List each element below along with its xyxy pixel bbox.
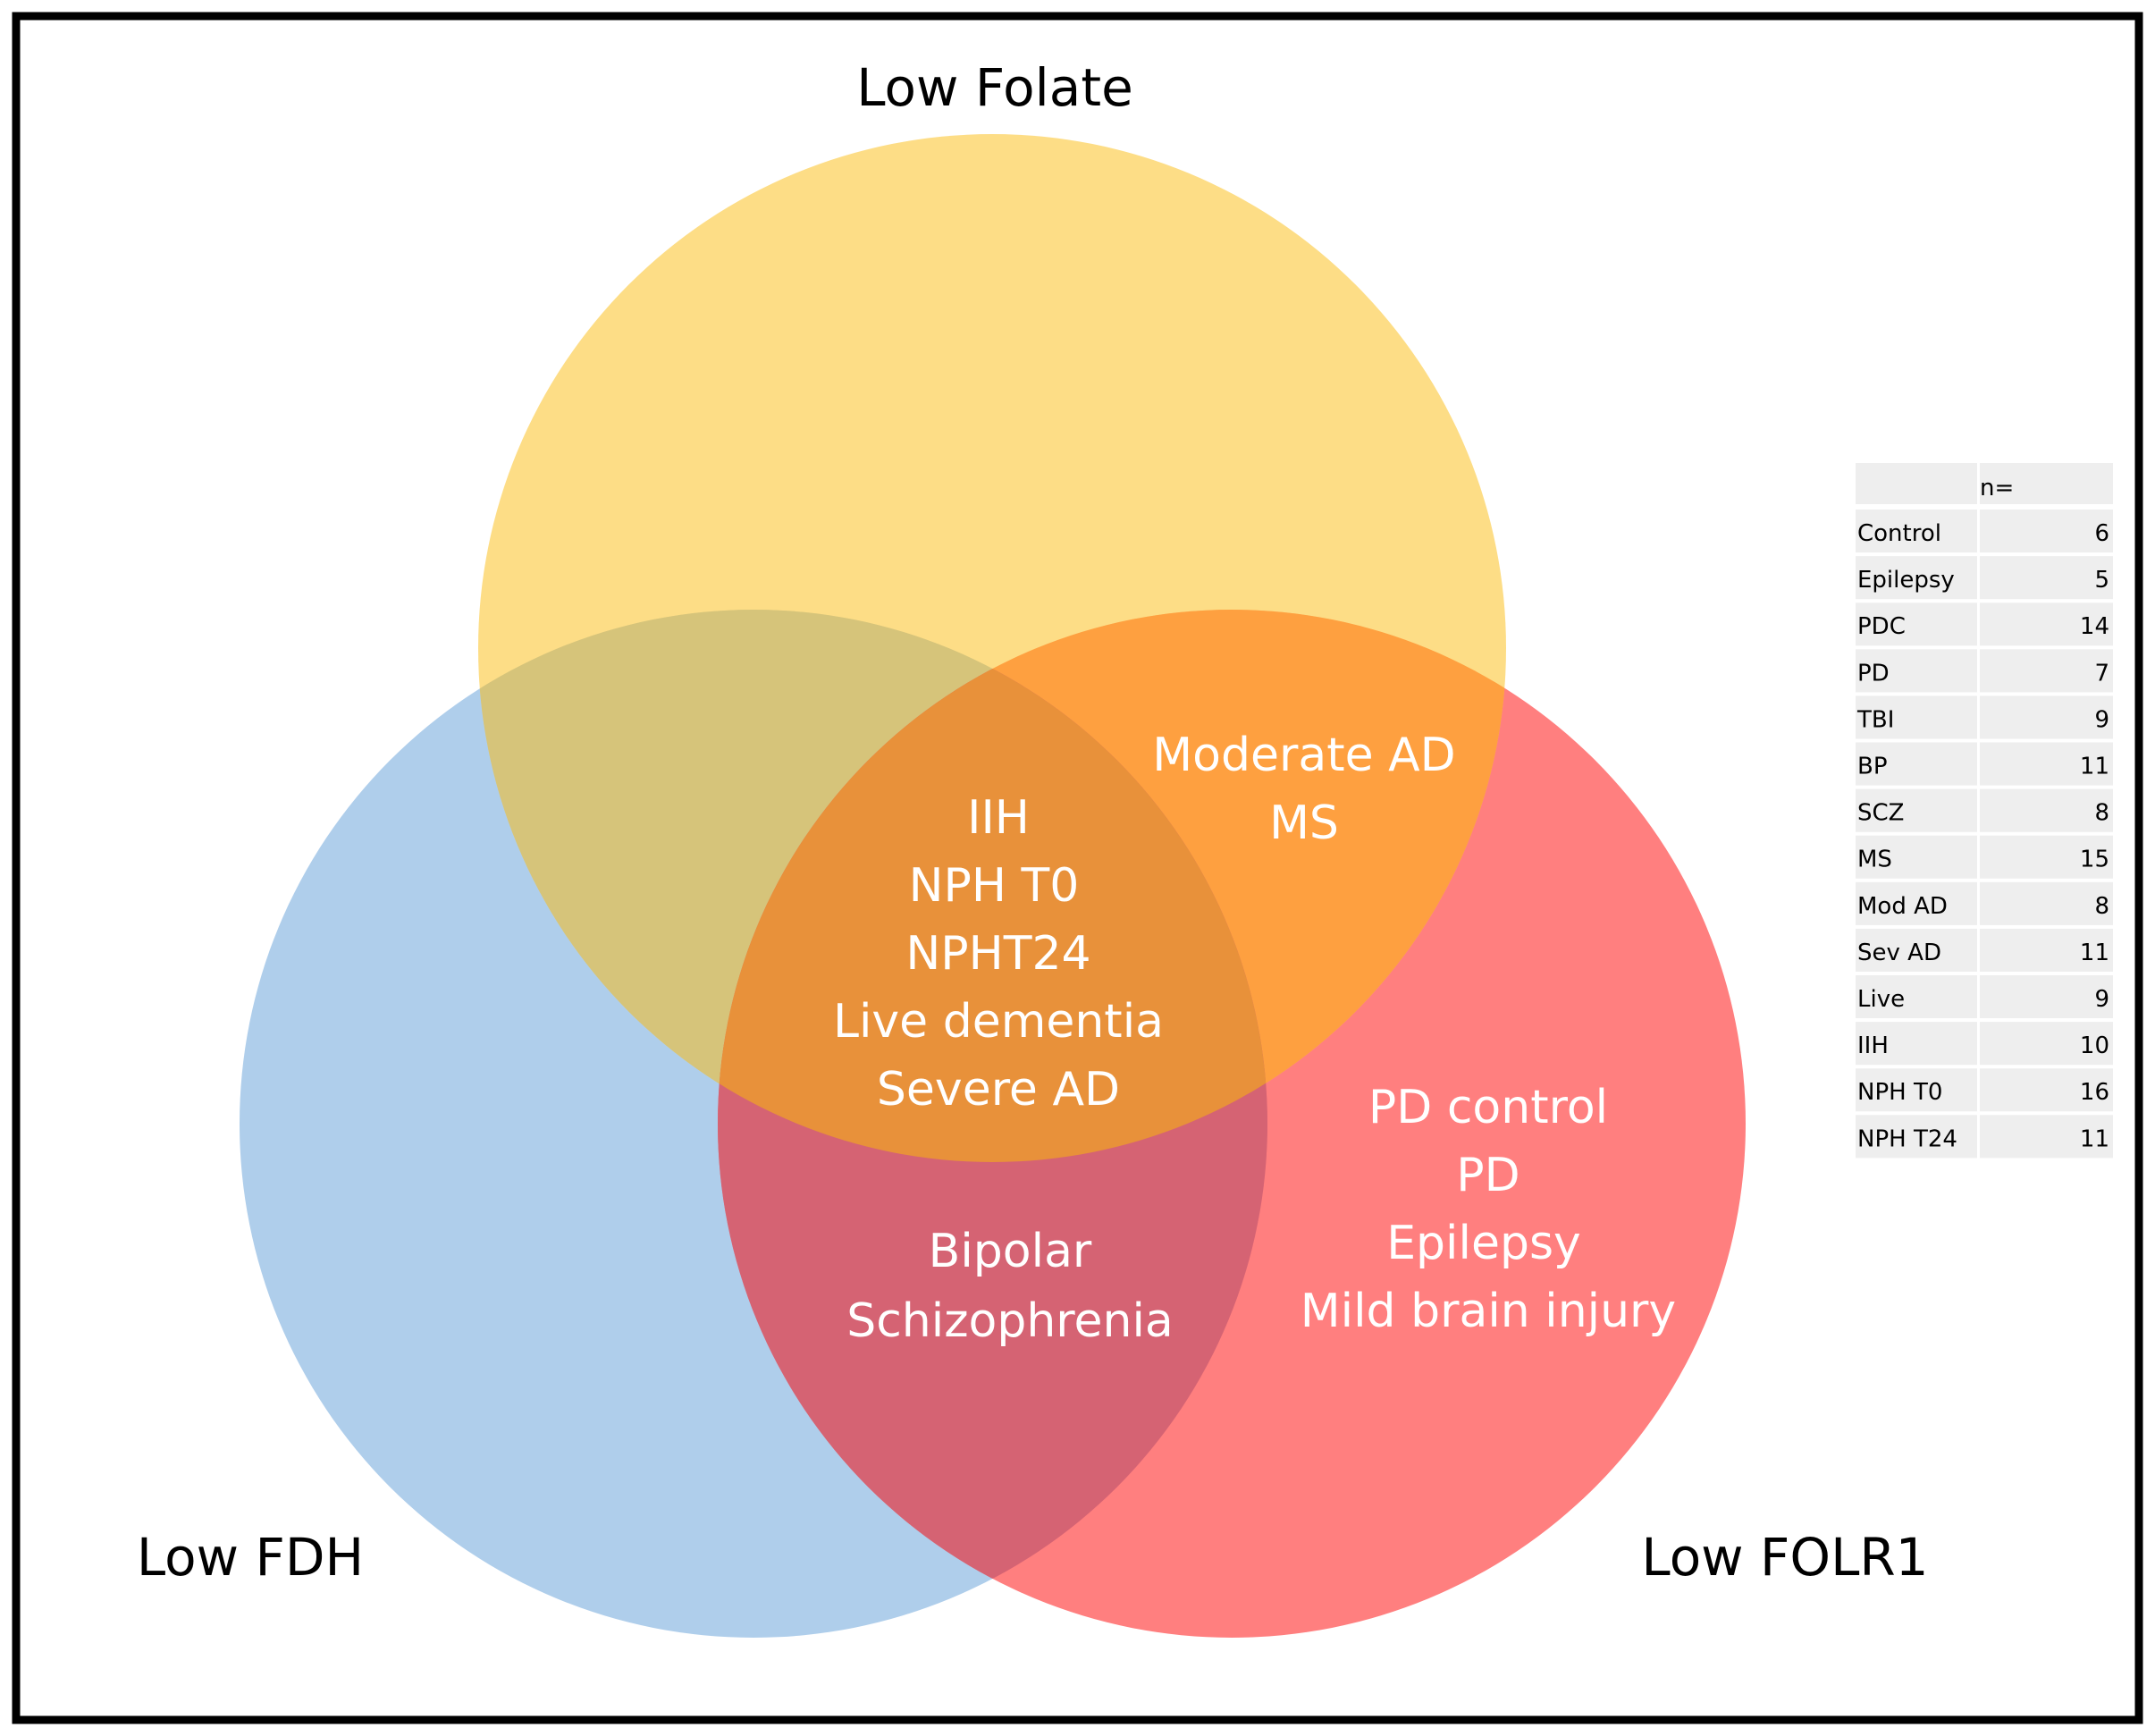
table-row-value: 8 (2094, 800, 2109, 827)
table-row-value: 14 (2080, 613, 2109, 640)
region-all-three: IIH NPH T0 NPHT24 Live dementia Severe A… (833, 791, 1164, 1117)
table-row: BP 11 (1856, 742, 2113, 786)
table-row: Epilepsy 5 (1856, 556, 2113, 600)
region-folr1-only: PD control PD Epilepsy Mild brain injury (1301, 1081, 1676, 1338)
region-item: Schizophrenia (846, 1294, 1174, 1348)
table-row-label: NPH T0 (1857, 1079, 1942, 1106)
table-row-value: 16 (2080, 1079, 2109, 1106)
table-cell-bg (1980, 835, 2113, 879)
table-cell-bg (1980, 510, 2113, 553)
table-row-value: 15 (2080, 847, 2109, 873)
table-cell-bg (1980, 1068, 2113, 1112)
table-cell-bg (1856, 881, 1977, 925)
table-row: Live 9 (1856, 975, 2113, 1019)
table-cell-bg (1980, 881, 2113, 925)
table-cell-bg (1980, 788, 2113, 832)
table-cell-bg (1980, 649, 2113, 693)
table-cell-bg (1980, 556, 2113, 600)
table-row-value: 7 (2094, 660, 2109, 687)
table-cell-bg (1856, 510, 1977, 553)
table-row-label: Epilepsy (1857, 567, 1955, 594)
table-row: IIH 10 (1856, 1022, 2113, 1066)
table-row-value: 9 (2094, 706, 2109, 733)
table-row: PD 7 (1856, 649, 2113, 693)
region-item: Bipolar (929, 1225, 1092, 1278)
table-cell-bg (1856, 556, 1977, 600)
table-row: NPH T0 16 (1856, 1068, 2113, 1112)
region-item: Moderate AD (1152, 729, 1455, 782)
table-row-label: Live (1857, 986, 1905, 1013)
table-cell-bg (1856, 1068, 1977, 1112)
table-row: NPH T24 11 (1856, 1115, 2113, 1159)
table-row-label: MS (1857, 847, 1892, 873)
table-cell-bg (1856, 1022, 1977, 1066)
table-row: TBI 9 (1856, 695, 2113, 739)
table-cell-bg (1856, 1115, 1977, 1159)
region-folate-folr1: Moderate AD MS (1152, 729, 1455, 850)
table-row-label: Mod AD (1857, 893, 1948, 920)
table-row-label: Control (1857, 520, 1941, 547)
table-row: SCZ 8 (1856, 788, 2113, 832)
region-item: NPHT24 (905, 927, 1090, 981)
region-item: PD (1456, 1149, 1519, 1202)
table-header-cell-left (1856, 463, 1977, 504)
region-item: Severe AD (877, 1063, 1120, 1117)
table-row-label: Sev AD (1857, 940, 1941, 966)
table-cell-bg (1980, 1115, 2113, 1159)
region-item: Epilepsy (1386, 1217, 1581, 1270)
table-header: n= (1980, 475, 2014, 501)
label-low-folate: Low Folate (856, 57, 1133, 118)
region-item: MS (1269, 796, 1339, 850)
table-row: MS 15 (1856, 835, 2113, 879)
table-row: Sev AD 11 (1856, 928, 2113, 972)
table-row-value: 6 (2094, 520, 2109, 547)
table-cell-bg (1856, 928, 1977, 972)
table-cell-bg (1856, 603, 1977, 646)
table-cell-bg (1980, 695, 2113, 739)
table-cell-bg (1980, 742, 2113, 786)
table-row-label: BP (1857, 754, 1888, 780)
table-header-cell-right (1980, 463, 2113, 504)
region-item: PD control (1368, 1081, 1608, 1134)
table-row: Control 6 (1856, 510, 2113, 553)
table-cell-bg (1856, 975, 1977, 1019)
region-item: IIH (967, 791, 1030, 845)
table-row-label: PDC (1857, 613, 1906, 640)
table-cell-bg (1980, 603, 2113, 646)
table-row-value: 10 (2080, 1032, 2109, 1059)
table-row-value: 8 (2094, 893, 2109, 920)
table-cell-bg (1856, 649, 1977, 693)
region-fdh-folr1: Bipolar Schizophrenia (846, 1225, 1174, 1348)
region-item: Live dementia (833, 995, 1164, 1049)
table-cell-bg (1980, 928, 2113, 972)
table-cell-bg (1856, 788, 1977, 832)
table-row-value: 11 (2080, 754, 2109, 780)
region-item: Mild brain injury (1301, 1285, 1676, 1338)
label-low-fdh: Low FDH (137, 1527, 364, 1588)
region-item: NPH T0 (909, 859, 1080, 913)
table-row: Mod AD 8 (1856, 881, 2113, 925)
label-low-folr1: Low FOLR1 (1641, 1527, 1928, 1588)
table-row-value: 11 (2080, 1125, 2109, 1152)
table-row-value: 11 (2080, 940, 2109, 966)
table-row-label: NPH T24 (1857, 1125, 1957, 1152)
table-row-value: 9 (2094, 986, 2109, 1013)
table-cell-bg (1980, 975, 2113, 1019)
table-row-label: IIH (1857, 1032, 1889, 1059)
table-cell-bg (1856, 835, 1977, 879)
table-row-label: SCZ (1857, 800, 1904, 827)
table-row: PDC 14 (1856, 603, 2113, 646)
table-row-label: TBI (1856, 706, 1894, 733)
table-cell-bg (1856, 695, 1977, 739)
table-cell-bg (1856, 742, 1977, 786)
table-row-value: 5 (2094, 567, 2109, 594)
table-cell-bg (1980, 1022, 2113, 1066)
table-row-label: PD (1857, 660, 1890, 687)
